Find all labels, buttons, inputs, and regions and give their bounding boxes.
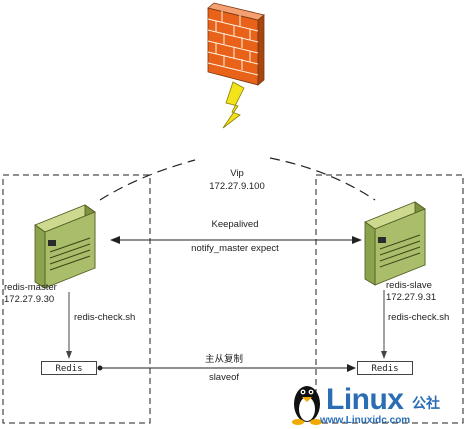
slave-redis-box: Redis (357, 361, 413, 375)
watermark-url: www.Linuxidc.com (320, 415, 411, 426)
replication-line (97, 364, 356, 372)
master-ip: 172.27.9.30 (4, 294, 55, 305)
slave-check-label: redis-check.sh (388, 312, 450, 323)
master-check-label: redis-check.sh (74, 312, 136, 323)
master-redis-box: Redis (41, 361, 97, 375)
master-name: redis-master (4, 282, 57, 293)
master-server-icon (34, 204, 96, 289)
master-boundary (2, 174, 151, 424)
watermark-brand: Linux (326, 383, 404, 416)
slave-boundary (315, 174, 464, 424)
keepalived-notify-label: notify_master expect (191, 243, 279, 254)
slaveof-label: slaveof (208, 372, 240, 383)
penguin-logo-icon (292, 386, 322, 425)
keepalived-label: Keepalived (211, 219, 259, 230)
watermark-brand-cn: 公社 (412, 395, 440, 411)
replication-label: 主从复制 (204, 354, 244, 365)
vip-ip: 172.27.9.100 (209, 181, 265, 192)
slave-server-icon (364, 201, 426, 286)
slave-check-arrow (381, 290, 387, 359)
keepalived-arrow (110, 236, 362, 244)
firewall-icon (207, 2, 265, 86)
slave-ip: 172.27.9.31 (386, 292, 437, 303)
slave-name: redis-slave (386, 280, 432, 291)
vip-arc (99, 157, 376, 201)
lightning-icon (222, 81, 245, 129)
vip-title: Vip (230, 168, 244, 179)
master-check-arrow (66, 292, 72, 359)
